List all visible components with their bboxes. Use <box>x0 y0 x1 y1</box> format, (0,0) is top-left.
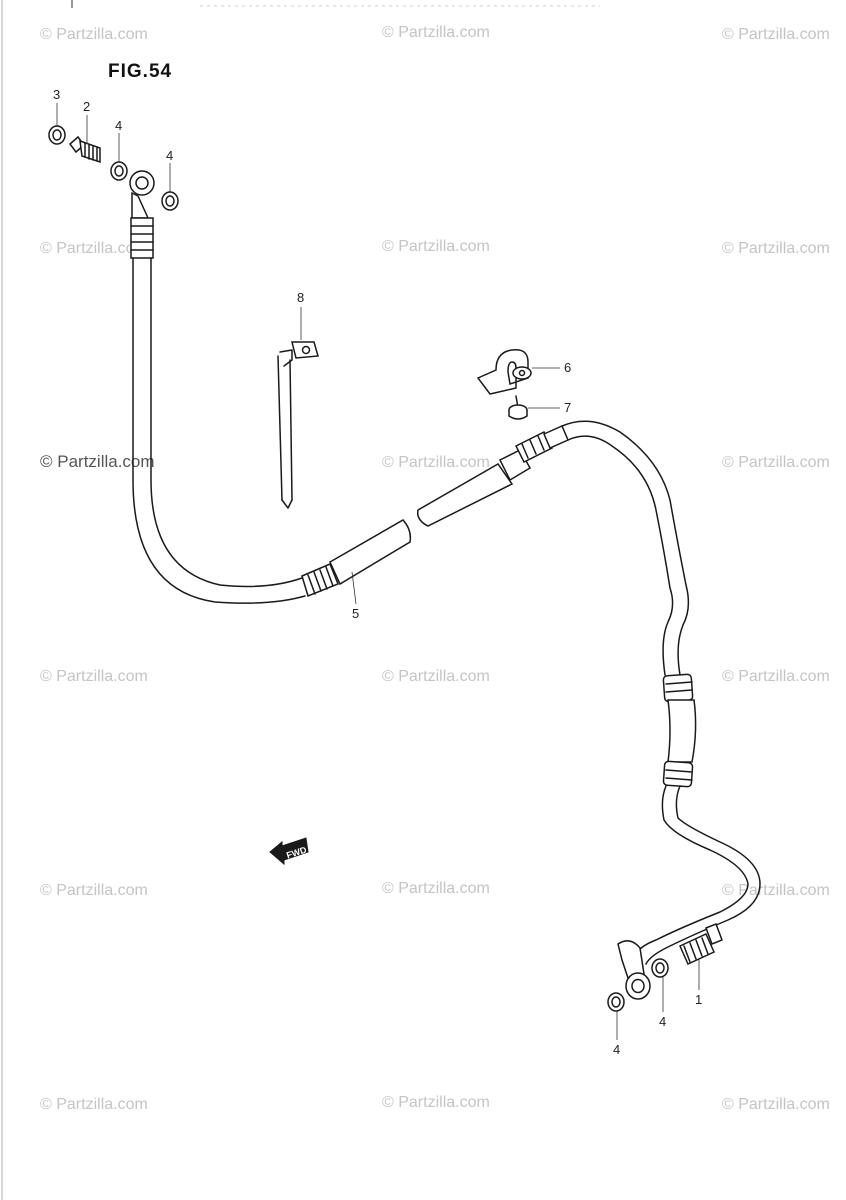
watermark: © Partzilla.com <box>40 1096 148 1113</box>
callout-4: 4 <box>613 1042 620 1057</box>
part-4-washer-lower-a <box>651 958 669 978</box>
callout-4: 4 <box>659 1014 666 1029</box>
watermark-grid: © Partzilla.com © Partzilla.com © Partzi… <box>40 24 830 1113</box>
part-7-screw <box>508 395 528 420</box>
watermark: © Partzilla.com <box>40 240 148 257</box>
watermark: © Partzilla.com <box>722 240 830 257</box>
callout-8: 8 <box>297 290 304 305</box>
watermark: © Partzilla.com <box>382 238 490 255</box>
watermark: © Partzilla.com <box>722 26 830 43</box>
watermark: © Partzilla.com <box>40 668 148 685</box>
fwd-arrow-icon: FWD <box>269 837 309 866</box>
watermark-prominent: © Partzilla.com <box>40 452 155 471</box>
watermark: © Partzilla.com <box>382 880 490 897</box>
watermark: © Partzilla.com <box>722 668 830 685</box>
part-3-cap <box>48 125 66 145</box>
watermark: © Partzilla.com <box>382 1094 490 1111</box>
watermark: © Partzilla.com <box>722 454 830 471</box>
part-2-banjo-bolt <box>68 135 101 164</box>
brake-pipe-lower <box>561 420 761 965</box>
figure-title: FIG.54 <box>108 61 172 82</box>
banjo-fitting-upper <box>129 170 155 219</box>
watermark: © Partzilla.com <box>382 454 490 471</box>
part-8-clamp <box>277 341 319 509</box>
part-1-union-bolt <box>679 923 723 965</box>
watermark: © Partzilla.com <box>382 24 490 41</box>
callout-3: 3 <box>53 87 60 102</box>
watermark: © Partzilla.com <box>40 26 148 43</box>
callout-1: 1 <box>695 992 702 1007</box>
callouts: 3 2 4 4 8 6 7 5 1 4 4 <box>53 87 702 1057</box>
part-4-washer-upper-b <box>161 191 179 211</box>
part-4-washer-upper-a <box>110 161 128 181</box>
watermark: © Partzilla.com <box>722 882 830 899</box>
leader-lines <box>56 103 700 1040</box>
watermark: © Partzilla.com <box>722 1096 830 1113</box>
callout-4: 4 <box>115 118 122 133</box>
part-4-washer-lower-b <box>607 992 625 1012</box>
callout-2: 2 <box>83 99 90 114</box>
part-6-clamp <box>476 349 532 395</box>
callout-7: 7 <box>564 400 571 415</box>
callout-5: 5 <box>352 606 359 621</box>
watermark: © Partzilla.com <box>382 668 490 685</box>
banjo-fitting-lower <box>617 940 651 1000</box>
watermark: © Partzilla.com <box>40 882 148 899</box>
part-5-brake-hose <box>130 217 569 604</box>
callout-4: 4 <box>166 148 173 163</box>
callout-6: 6 <box>564 360 571 375</box>
